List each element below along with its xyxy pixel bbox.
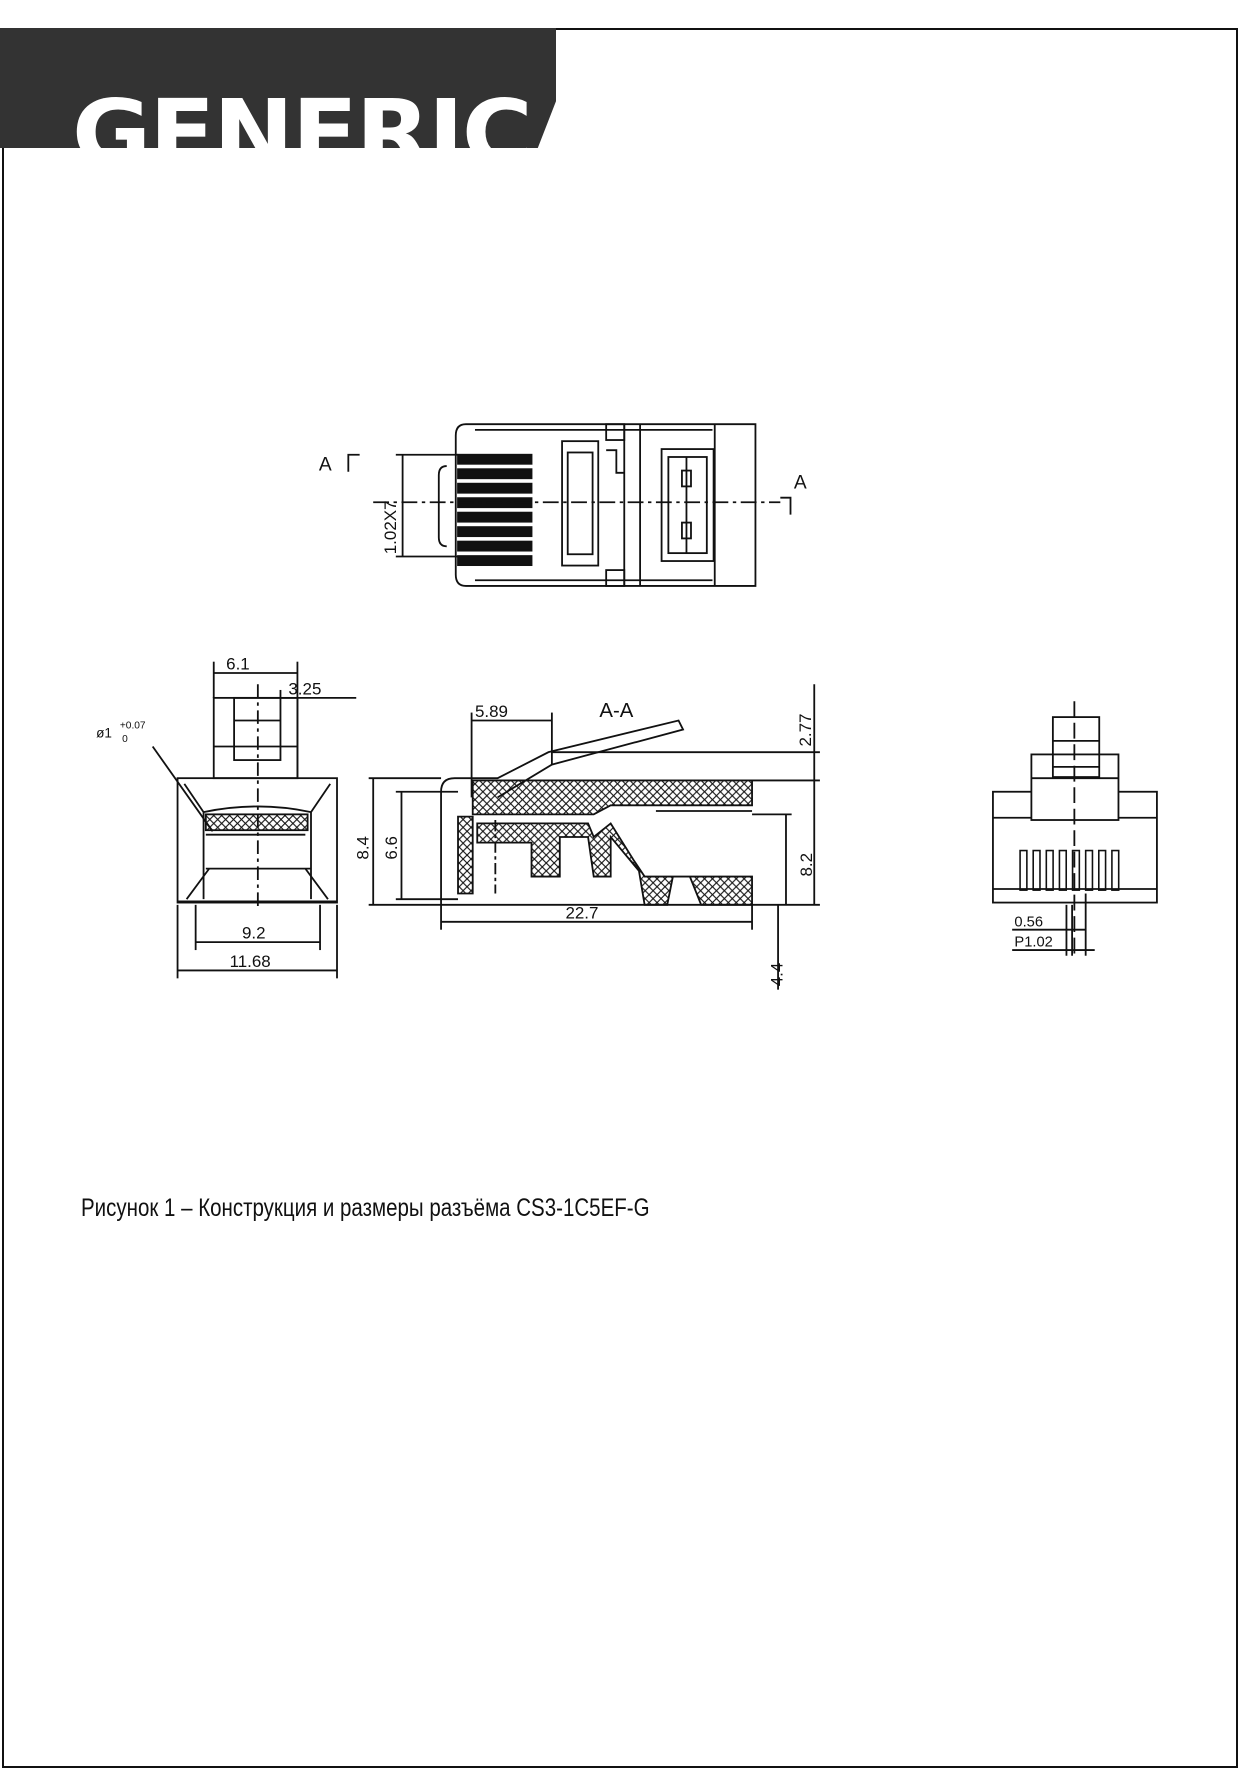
dim-22-7: 22.7 bbox=[565, 903, 598, 922]
dim-diameter-tol-upper: +0.07 bbox=[120, 720, 146, 731]
page-border bbox=[2, 28, 1238, 1768]
contact-strip bbox=[457, 526, 533, 538]
contact-strip bbox=[457, 482, 533, 494]
dim-8-2: 8.2 bbox=[797, 853, 816, 877]
dim-p1-02: P1.02 bbox=[1014, 935, 1052, 951]
section-marker-right: A bbox=[794, 473, 807, 494]
dim-4-4: 4.4 bbox=[768, 963, 787, 987]
dim-9-2: 9.2 bbox=[242, 924, 266, 943]
pin-slots bbox=[1019, 849, 1120, 891]
dim-pitch-x7: 1.02X7 bbox=[381, 501, 400, 555]
contact-strip bbox=[457, 540, 533, 552]
contact-strip bbox=[457, 453, 533, 465]
dim-5-89: 5.89 bbox=[475, 702, 508, 721]
front-view bbox=[151, 661, 357, 979]
figure-caption: Рисунок 1 – Конструкция и размеры разъём… bbox=[81, 1194, 650, 1222]
dim-11-68: 11.68 bbox=[230, 952, 271, 971]
contact-strips bbox=[457, 453, 533, 567]
dim-6-1: 6.1 bbox=[226, 655, 250, 674]
pin-slot bbox=[1045, 849, 1054, 891]
pin-slot bbox=[1084, 849, 1094, 891]
dim-diameter-tol-lower: 0 bbox=[122, 734, 128, 745]
rear-view bbox=[992, 701, 1158, 956]
top-view bbox=[347, 423, 792, 587]
pin-slot bbox=[1019, 849, 1028, 891]
dim-0-56: 0.56 bbox=[1014, 914, 1043, 930]
section-marker-left: A bbox=[319, 455, 332, 476]
pin-slot bbox=[1097, 849, 1107, 891]
logo-banner: GENERICA bbox=[0, 28, 556, 148]
pin-slot bbox=[1058, 849, 1068, 891]
dim-diameter: ø1 bbox=[96, 725, 112, 740]
section-title: A-A bbox=[599, 700, 633, 722]
contact-strip bbox=[457, 555, 533, 567]
dim-3-25: 3.25 bbox=[288, 679, 321, 698]
contact-strip bbox=[457, 468, 533, 480]
logo-text: GENERICA bbox=[72, 80, 556, 149]
dim-8-4: 8.4 bbox=[354, 836, 373, 860]
pin-slot bbox=[1111, 849, 1120, 891]
section-a-a-view bbox=[368, 684, 820, 990]
contact-strip bbox=[457, 511, 533, 523]
pin-slot bbox=[1071, 849, 1081, 891]
dim-2-77: 2.77 bbox=[796, 714, 815, 747]
pin-slot bbox=[1032, 849, 1041, 891]
dim-6-6: 6.6 bbox=[382, 836, 401, 860]
